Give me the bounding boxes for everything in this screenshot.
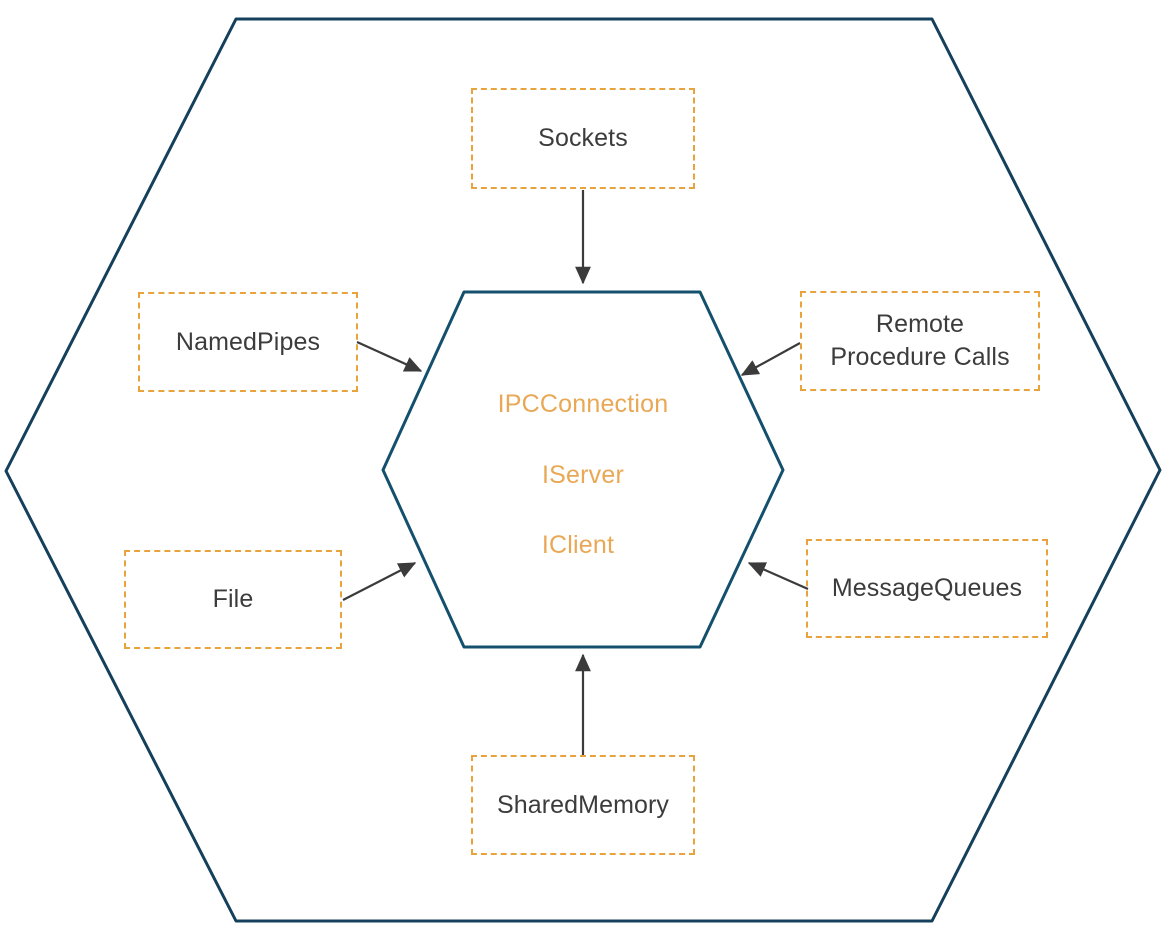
connector-message-queues <box>747 561 809 591</box>
outer-hexagon <box>4 17 1162 923</box>
connector-remote-procedure-calls <box>740 342 801 376</box>
node-remote-procedure-calls[interactable]: Remote Procedure Calls <box>800 291 1040 391</box>
connector-file <box>342 562 417 601</box>
node-shared-memory[interactable]: SharedMemory <box>471 755 695 855</box>
inner-hexagon <box>381 290 785 649</box>
node-file-label: File <box>212 585 254 613</box>
core-label-iclient: IClient <box>541 531 615 559</box>
node-file[interactable]: File <box>124 550 342 649</box>
node-named-pipes[interactable]: NamedPipes <box>138 292 358 392</box>
node-rpc-line-2: Procedure Calls <box>830 343 1010 371</box>
node-shared-memory-label: SharedMemory <box>496 790 670 819</box>
node-sockets[interactable]: Sockets <box>471 88 695 189</box>
node-remote-procedure-calls-label: Remote Procedure Calls <box>830 308 1009 374</box>
core-label-iserver: IServer <box>542 461 624 489</box>
node-message-queues-label: MessageQueues <box>831 574 1023 602</box>
node-named-pipes-label: NamedPipes <box>175 327 321 356</box>
core-label-ipcconnection: IPCConnection <box>497 390 669 418</box>
connector-named-pipes <box>356 340 423 373</box>
node-message-queues[interactable]: MessageQueues <box>806 539 1048 638</box>
node-rpc-line-1: Remote <box>875 310 965 338</box>
node-sockets-label: Sockets <box>538 124 628 152</box>
